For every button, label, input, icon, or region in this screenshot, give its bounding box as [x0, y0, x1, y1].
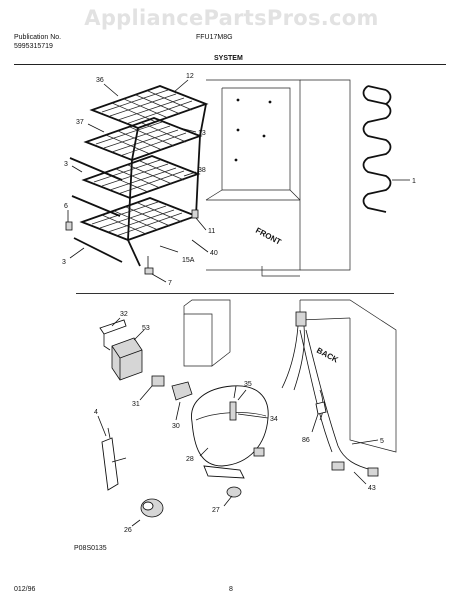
label-3b: 3	[62, 259, 66, 266]
label-36: 36	[96, 77, 104, 84]
label-40: 40	[210, 250, 218, 257]
label-43: 43	[368, 485, 376, 492]
header-rule	[14, 64, 446, 65]
terminal-31	[151, 375, 165, 387]
label-26: 26	[124, 527, 132, 534]
label-1: 1	[412, 178, 416, 185]
wiring-harness	[281, 311, 379, 485]
footer-date: 012/96	[14, 586, 36, 593]
publication-label: Publication No.	[14, 34, 62, 41]
label-32: 32	[120, 311, 128, 318]
condenser-coil: 1	[362, 85, 416, 213]
liner-hole	[236, 98, 240, 102]
liner-hole	[236, 128, 240, 132]
footer-page: 8	[229, 586, 233, 593]
liner-hole	[262, 134, 266, 138]
liner-hole	[234, 158, 238, 162]
label-3a: 3	[64, 161, 68, 168]
label-31: 31	[132, 401, 140, 408]
section-divider	[76, 293, 394, 294]
label-86: 86	[302, 437, 310, 444]
label-30: 30	[172, 423, 180, 430]
label-35: 35	[244, 381, 252, 388]
label-15a: 15A	[182, 257, 195, 264]
label-38: 38	[198, 167, 206, 174]
section-title: SYSTEM	[214, 55, 243, 62]
label-34: 34	[270, 416, 278, 423]
drain-fitting	[144, 267, 154, 275]
publication-number: 5995315719	[14, 43, 53, 50]
relay-overload-parts	[99, 317, 193, 421]
label-7: 7	[168, 280, 172, 287]
retainer-clip	[191, 209, 199, 219]
label-4: 4	[94, 409, 98, 416]
label-28: 28	[186, 456, 194, 463]
model-number: FFU17M8G	[196, 34, 233, 41]
front-label: FRONT	[254, 226, 283, 247]
shelf-clip	[65, 221, 73, 231]
label-37: 37	[76, 119, 84, 126]
upper-leaders	[67, 79, 209, 283]
liner-hole	[268, 100, 272, 104]
label-27: 27	[212, 507, 220, 514]
cabinet-liner: FRONT	[205, 79, 351, 277]
label-13: 13	[198, 130, 206, 137]
label-6: 6	[64, 203, 68, 210]
back-label: BACK	[315, 346, 340, 365]
compressor	[191, 385, 269, 507]
label-5: 5	[380, 438, 384, 445]
diagram-code: P08S0135	[74, 545, 107, 552]
label-53: 53	[142, 325, 150, 332]
label-12: 12	[186, 73, 194, 80]
drier-part	[97, 415, 127, 491]
label-11: 11	[208, 228, 215, 235]
evaporator-shelves	[65, 85, 209, 275]
grommet-part	[131, 498, 164, 527]
watermark: AppliancePartsPros.com	[84, 6, 379, 30]
